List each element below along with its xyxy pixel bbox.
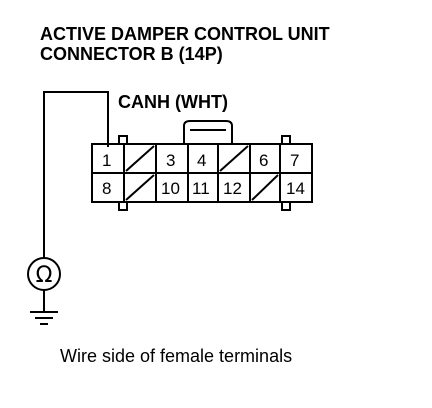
terminal-7: 7 <box>290 151 299 170</box>
ground-icon <box>30 290 58 325</box>
terminal-3: 3 <box>166 151 175 170</box>
terminal-1: 1 <box>102 151 111 170</box>
terminal-8: 8 <box>102 179 111 198</box>
terminal-11: 11 <box>192 179 210 198</box>
connector-housing <box>91 120 313 211</box>
title-line-2: CONNECTOR B (14P) <box>40 44 223 64</box>
terminal-numbers: 1 3 4 6 7 8 10 11 12 14 <box>102 151 305 198</box>
title-line-1: ACTIVE DAMPER CONTROL UNIT <box>40 24 330 44</box>
empty-cavity-13 <box>251 174 279 201</box>
empty-cavity-9 <box>125 174 155 201</box>
terminal-6: 6 <box>259 151 268 170</box>
empty-cavity-5 <box>219 145 249 172</box>
empty-cavity-2 <box>125 145 155 172</box>
terminal-14: 14 <box>286 179 305 198</box>
wire-label: CANH (WHT) <box>118 92 228 112</box>
caption: Wire side of female terminals <box>60 346 293 366</box>
ohmmeter-icon: Ω <box>27 257 61 291</box>
diagram-title: ACTIVE DAMPER CONTROL UNIT CONNECTOR B (… <box>40 24 330 64</box>
terminal-10: 10 <box>161 179 180 198</box>
ohm-symbol: Ω <box>36 263 53 288</box>
probe-wire <box>43 91 109 258</box>
terminal-12: 12 <box>223 179 242 198</box>
terminal-4: 4 <box>197 151 206 170</box>
